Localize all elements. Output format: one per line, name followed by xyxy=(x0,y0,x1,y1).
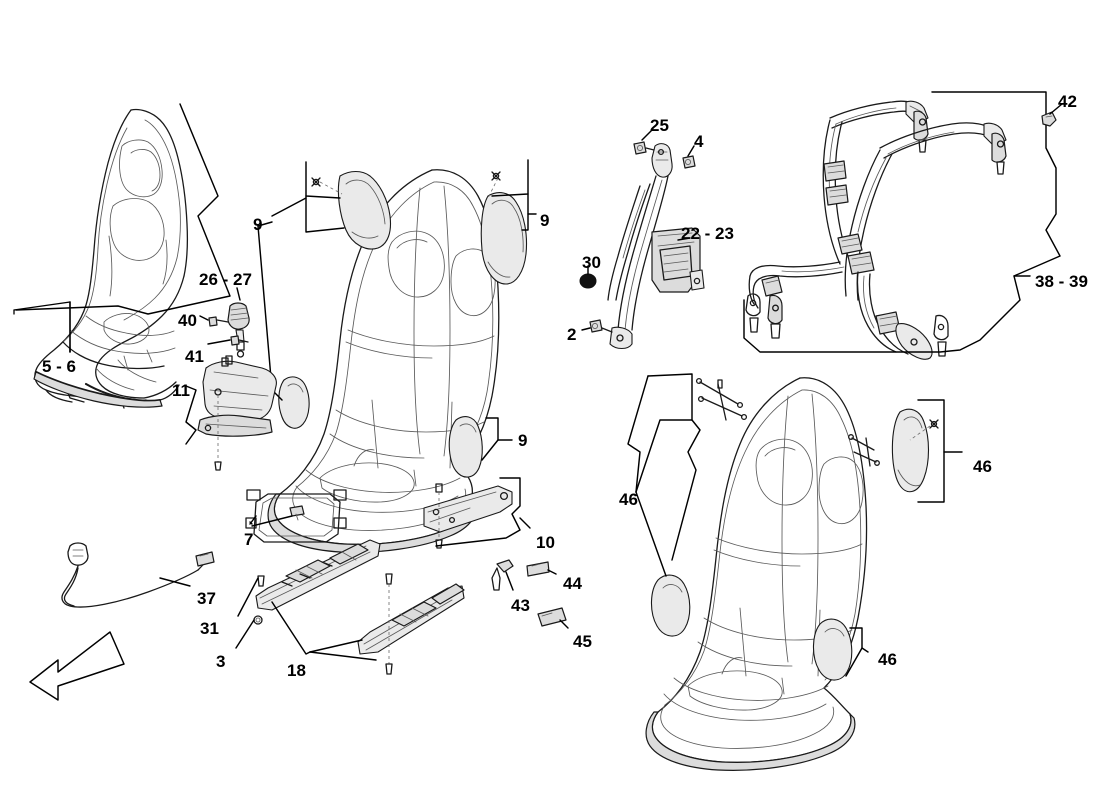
callout-9-upper-right[interactable]: 9 xyxy=(540,211,550,230)
bolt-2 xyxy=(589,319,613,333)
trim-panel-right-upper-seat xyxy=(891,408,930,493)
grommet-30 xyxy=(579,273,597,289)
callout-41[interactable]: 41 xyxy=(185,347,204,366)
callout-2[interactable]: 2 xyxy=(567,325,577,344)
seat-belt-assembly xyxy=(607,143,705,350)
trim-panel-left-lower-seat xyxy=(650,574,691,637)
seat-pan-frame xyxy=(245,489,347,543)
seat-trim-panel-left xyxy=(278,376,310,429)
callout-3[interactable]: 3 xyxy=(216,652,226,671)
side-cover-panel xyxy=(423,483,513,549)
callout-5-6[interactable]: 5 - 6 xyxy=(42,357,77,376)
callout-11[interactable]: 11 xyxy=(172,381,190,400)
group-outline-38-39 xyxy=(743,91,1061,353)
eyelet-bolt-1 xyxy=(745,293,761,333)
seat-mounting-bracket xyxy=(197,355,277,471)
bushing-45 xyxy=(537,607,567,627)
clip-42 xyxy=(1041,111,1057,127)
callout-31[interactable]: 31 xyxy=(200,619,219,638)
callout-10[interactable]: 10 xyxy=(536,533,555,552)
group-outline-5-6 xyxy=(15,103,231,315)
seat-trim-panel-upper-right xyxy=(480,192,528,285)
callout-45[interactable]: 45 xyxy=(573,632,592,651)
bolt-40 xyxy=(208,316,229,327)
callout-26-27[interactable]: 26 - 27 xyxy=(199,270,252,289)
callout-22-23[interactable]: 22 - 23 xyxy=(681,224,734,243)
callout-46-left-lower[interactable]: 46 xyxy=(619,490,638,509)
trim-panel-right-lower-seat xyxy=(812,618,853,681)
callout-38-39[interactable]: 38 - 39 xyxy=(1035,272,1088,291)
seat-shell-rear-view xyxy=(645,377,868,771)
bolt-4 xyxy=(682,155,696,169)
seat-belt-buckle xyxy=(227,302,250,358)
callout-46-right-lower[interactable]: 46 xyxy=(878,650,897,669)
harness-belt-assembly xyxy=(745,100,1007,360)
bolt-41 xyxy=(230,335,249,346)
rear-seat-hardware xyxy=(695,377,880,467)
eyelet-bolt-3 xyxy=(933,314,949,357)
callout-46-right-upper[interactable]: 46 xyxy=(973,457,992,476)
callout-30[interactable]: 30 xyxy=(582,253,601,272)
nut-25 xyxy=(633,141,655,155)
seat-trim-panel-upper-left xyxy=(337,170,392,250)
seat-trim-panel-lower-right xyxy=(448,416,483,478)
seat-rail-pair xyxy=(253,539,465,675)
callout-4[interactable]: 4 xyxy=(694,132,704,151)
direction-arrow xyxy=(29,631,125,701)
callout-25[interactable]: 25 xyxy=(650,116,669,135)
callout-42[interactable]: 42 xyxy=(1058,92,1077,111)
complete-seat-assembly xyxy=(33,108,189,409)
lever-handle xyxy=(491,559,514,591)
callout-9-upper-left[interactable]: 9 xyxy=(253,215,263,234)
callout-40[interactable]: 40 xyxy=(178,311,197,330)
callout-43[interactable]: 43 xyxy=(511,596,530,615)
cap-44 xyxy=(526,561,550,577)
wiring-harness xyxy=(61,542,215,608)
callout-9-lower-right[interactable]: 9 xyxy=(518,431,528,450)
callout-7[interactable]: 7 xyxy=(244,530,254,549)
callout-44[interactable]: 44 xyxy=(563,574,582,593)
callout-18[interactable]: 18 xyxy=(287,661,306,680)
callout-37[interactable]: 37 xyxy=(197,589,216,608)
